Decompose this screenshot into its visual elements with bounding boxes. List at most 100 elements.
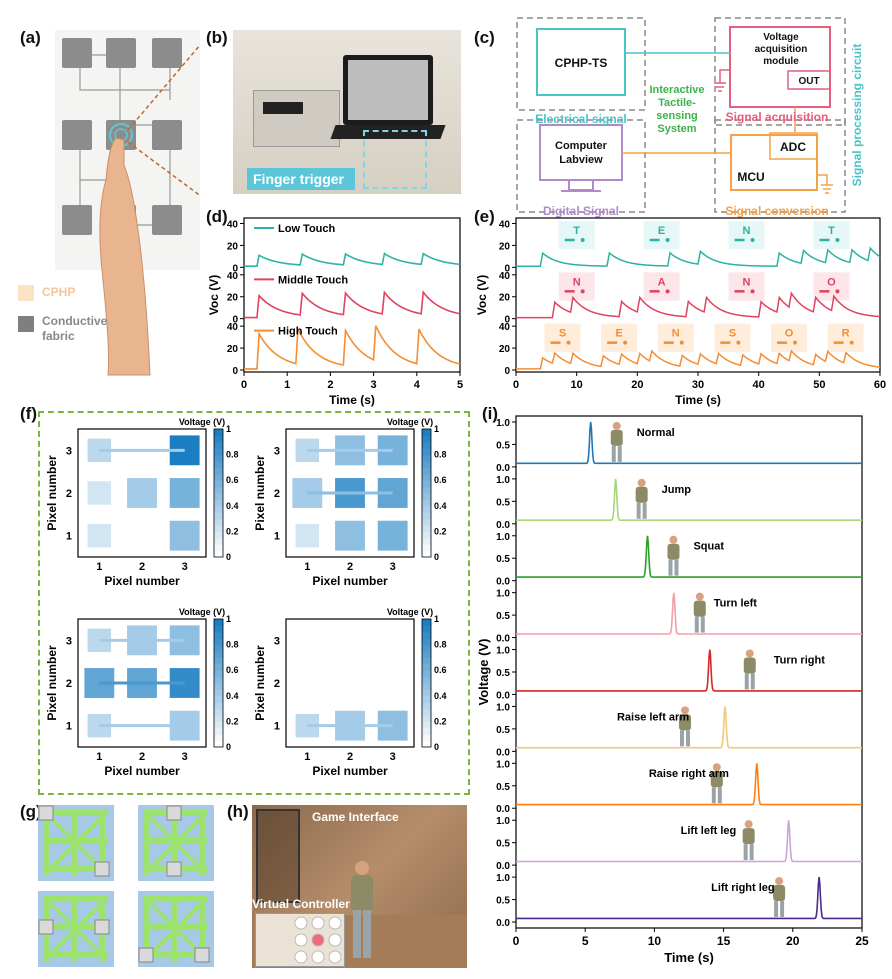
heatmap-colorbar-step bbox=[422, 631, 431, 639]
heatmap-colorbar-step bbox=[422, 550, 431, 558]
chart-i-series-label: Lift left leg bbox=[681, 825, 737, 837]
heatmap-colorbar-step bbox=[214, 525, 223, 532]
heatmap-xlabel: Pixel number bbox=[104, 574, 180, 588]
person-torso bbox=[742, 828, 755, 845]
chart-e-letter: O bbox=[827, 276, 836, 288]
person-head bbox=[744, 820, 753, 829]
chart-i-ytick-label: 1.0 bbox=[496, 816, 510, 827]
person-head bbox=[637, 478, 646, 487]
heatmap-colorbar-tick: 0.2 bbox=[226, 716, 239, 726]
heatmap-colorbar-step bbox=[214, 473, 223, 481]
heatmap-colorbar-tick: 0.8 bbox=[434, 450, 447, 460]
cphp-legend-swatch bbox=[18, 285, 34, 301]
heatmap-colorbar-step bbox=[214, 550, 223, 558]
person-torso bbox=[667, 543, 680, 560]
heatmap-colorbar-step bbox=[214, 619, 223, 626]
panel-i-label: (i) bbox=[482, 404, 499, 423]
chart-e-letter-bg bbox=[827, 323, 864, 352]
panel-b-label: (b) bbox=[206, 28, 228, 47]
heatmap-colorbar-tick: 0.8 bbox=[226, 640, 239, 650]
heatmap-xtick-label: 2 bbox=[139, 561, 145, 573]
heatmap-xlabel: Pixel number bbox=[312, 574, 388, 588]
person-head bbox=[745, 649, 754, 658]
heatmap-cell bbox=[87, 628, 112, 653]
its-label-4: System bbox=[657, 123, 696, 135]
heatmap-colorbar-step bbox=[214, 441, 223, 449]
chart-d-axes-frame bbox=[243, 217, 461, 373]
heatmap-colorbar-step bbox=[422, 537, 431, 545]
pixel-node bbox=[94, 861, 110, 877]
heatmap-colorbar-label: Voltage (V) bbox=[179, 607, 225, 617]
motion-person-icon bbox=[773, 877, 786, 918]
chart-e-morse-dot bbox=[623, 340, 628, 345]
game-avatar-icon bbox=[351, 861, 373, 958]
chart-i-ytick-label: 1.0 bbox=[496, 589, 510, 600]
out-label: OUT bbox=[798, 76, 819, 87]
heatmap-colorbar-tick: 1 bbox=[434, 614, 439, 624]
heatmap-xtick-label: 3 bbox=[390, 751, 396, 763]
chart-e-letter-bg bbox=[601, 323, 638, 352]
heatmap-xtick-label: 3 bbox=[182, 751, 188, 763]
chart-d-ytick-label: 20 bbox=[227, 344, 239, 355]
controller-buttons bbox=[294, 916, 342, 964]
heatmap-cell bbox=[127, 478, 157, 508]
chart-e-xlabel: Time (s) bbox=[675, 393, 721, 407]
chart-i-series-line bbox=[516, 592, 862, 635]
heatmap-colorbar-tick: 0 bbox=[434, 742, 439, 752]
heatmap-colorbar-frame bbox=[421, 428, 432, 558]
heatmap-colorbar-tick: 0 bbox=[434, 552, 439, 562]
heatmap-xtick-label: 1 bbox=[304, 561, 310, 573]
vam-label-2: acquisition bbox=[755, 44, 808, 55]
chart-e-letter-bg bbox=[544, 323, 581, 352]
panel-g-label: (g) bbox=[20, 802, 42, 821]
heatmap-xtick-label: 2 bbox=[347, 751, 353, 763]
chart-d-xtick-label: 0 bbox=[241, 379, 247, 391]
chart-i-ytick-label: 0.0 bbox=[496, 747, 510, 758]
heatmap-cell bbox=[338, 628, 362, 653]
heatmap-ytick-label: 3 bbox=[274, 635, 280, 647]
chart-e-xtick-label: 50 bbox=[813, 379, 825, 391]
heatmap-colorbar-step bbox=[422, 448, 431, 456]
chart-d-ytick-label: 20 bbox=[227, 241, 239, 252]
pixel-grid-col bbox=[199, 811, 205, 875]
chart-e-morse-dot bbox=[580, 289, 585, 294]
chart-i-series-label: Lift right leg bbox=[711, 882, 775, 894]
heatmap-colorbar-tick: 0.8 bbox=[226, 450, 239, 460]
heatmap-colorbar-step bbox=[214, 638, 223, 646]
heatmap-ylabel: Pixel number bbox=[45, 455, 59, 531]
chart-i-ytick-label: 1.0 bbox=[496, 873, 510, 884]
panel-e-label: (e) bbox=[474, 207, 495, 226]
person-head bbox=[680, 706, 689, 715]
chart-e-morse-dot bbox=[835, 289, 840, 294]
chart-e-ytick-label: 40 bbox=[499, 219, 511, 230]
fabric-legend-swatch bbox=[18, 316, 34, 332]
heatmap-colorbar-step bbox=[214, 695, 223, 703]
heatmap-colorbar-step bbox=[214, 689, 223, 697]
its-label-1: Interactive bbox=[649, 84, 704, 96]
heatmap-colorbar-step bbox=[214, 702, 223, 710]
heatmap-colorbar-step bbox=[422, 512, 431, 520]
chart-d-ytick-label: 20 bbox=[227, 293, 239, 304]
chart-i-ytick-label: 1.0 bbox=[496, 532, 510, 543]
heatmap-frame bbox=[285, 428, 415, 558]
heatmap-frame bbox=[77, 618, 207, 748]
chart-i-ytick-label: 1.0 bbox=[496, 702, 510, 713]
heatmap-colorbar-step bbox=[214, 454, 223, 462]
heatmap-colorbar-step bbox=[214, 531, 223, 539]
chart-e-morse-dot bbox=[665, 238, 670, 242]
digital-signal-label: Digital Signal bbox=[543, 204, 619, 218]
heatmap-xtick-label: 3 bbox=[182, 561, 188, 573]
heatmap-cell bbox=[169, 520, 200, 551]
chart-d-xlabel: Time (s) bbox=[329, 393, 375, 407]
labview-label: Labview bbox=[559, 154, 603, 166]
chart-e-letter: R bbox=[842, 328, 850, 340]
heatmap-colorbar-step bbox=[214, 493, 223, 500]
person-leg-left bbox=[774, 901, 779, 918]
person-torso bbox=[610, 429, 623, 446]
chart-d-ytick-label: 0 bbox=[232, 315, 238, 326]
person-torso bbox=[773, 885, 786, 902]
heatmap-colorbar-step bbox=[214, 537, 223, 545]
chart-i-series-line bbox=[516, 763, 862, 806]
